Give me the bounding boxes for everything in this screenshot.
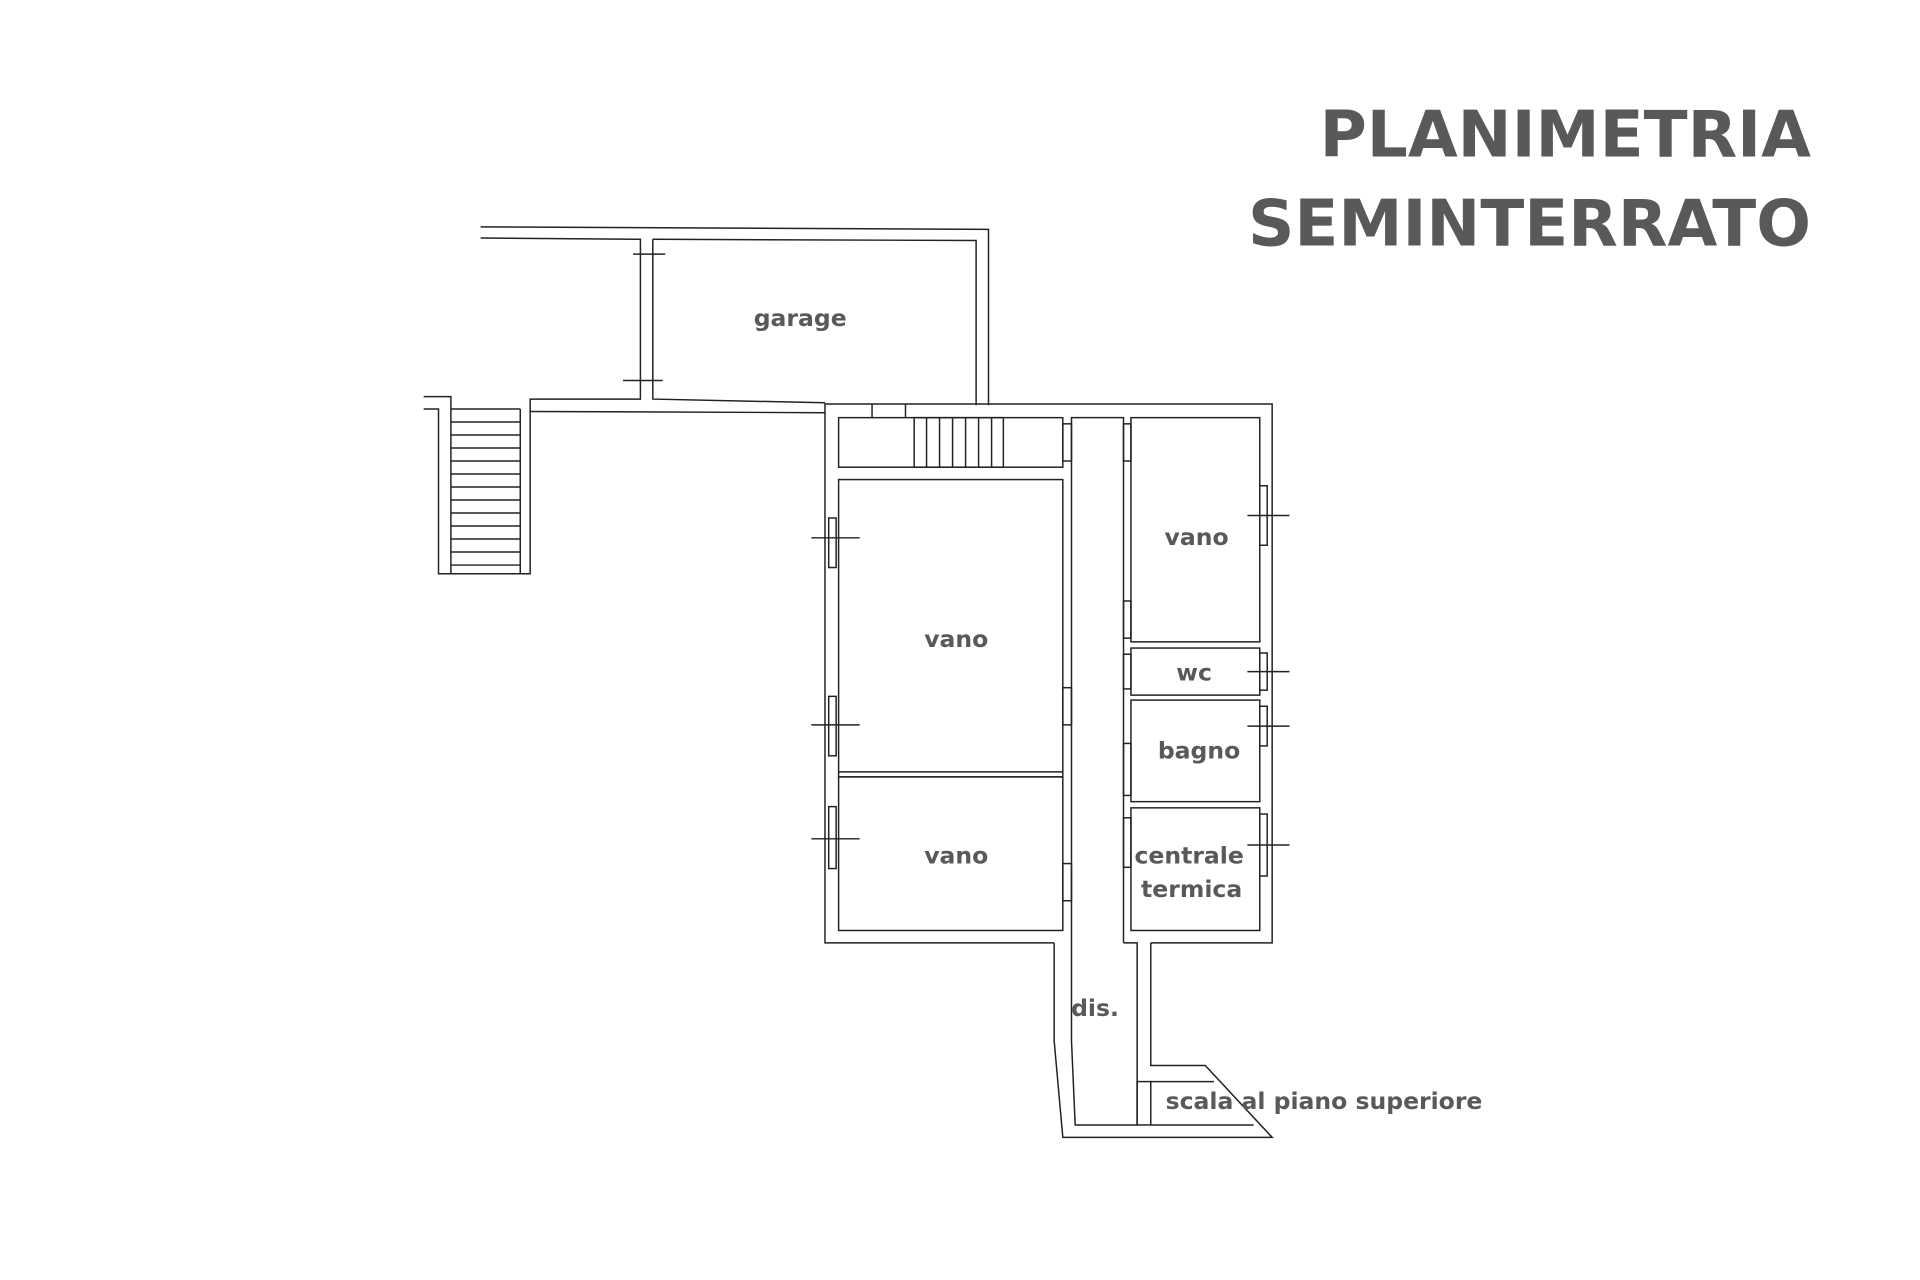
disimpegno-walls [1053, 942, 1274, 1139]
stairs-interior [925, 417, 993, 468]
room-label-termica: termica [1141, 875, 1242, 903]
room-label-vano-3: vano [1165, 523, 1229, 551]
openings [811, 423, 1290, 902]
room-label-bagno: bagno [1158, 736, 1240, 764]
room-label-scala: scala al piano superiore [1166, 1087, 1483, 1115]
main-walls [824, 403, 1273, 944]
garage-walls [423, 226, 990, 575]
stairs-exterior [450, 408, 521, 566]
room-label-vano-1: vano [924, 625, 988, 653]
room-label-vano-2: vano [924, 842, 988, 870]
room-label-dis: dis. [1071, 994, 1119, 1022]
room-label-garage: garage [754, 304, 847, 332]
title-line-2: SEMINTERRATO [1248, 186, 1811, 261]
title-line-1: PLANIMETRIA [1320, 97, 1812, 172]
room-label-wc: wc [1176, 658, 1212, 686]
room-label-centrale: centrale [1134, 842, 1243, 870]
